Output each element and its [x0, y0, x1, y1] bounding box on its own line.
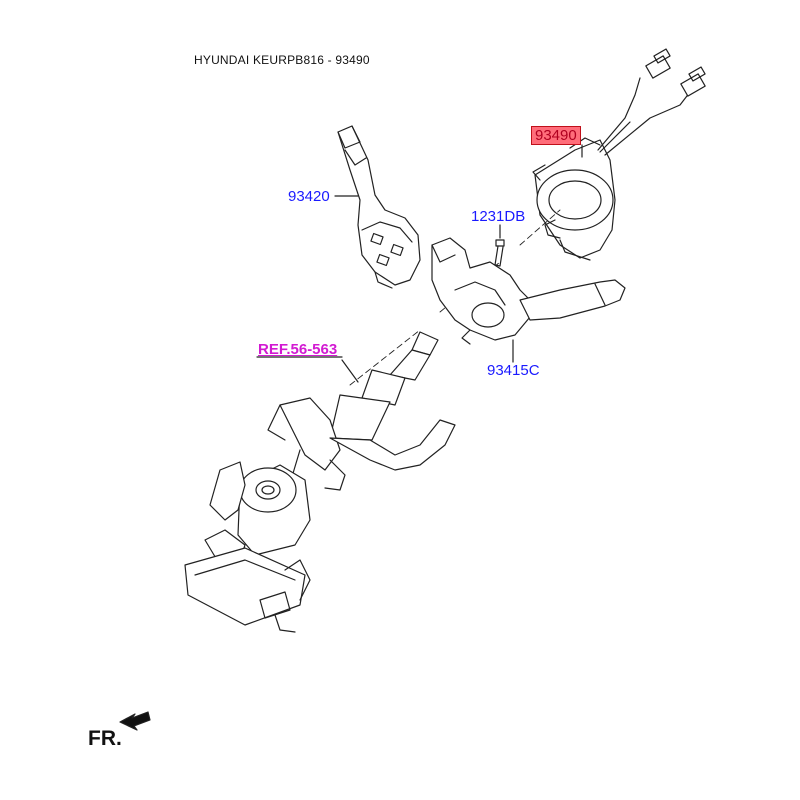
callout-1231db[interactable]: 1231DB	[471, 208, 526, 225]
multifunction-switch-part[interactable]	[431, 237, 626, 345]
front-direction-arrow-icon	[119, 711, 151, 731]
leader-ref	[341, 359, 359, 383]
steering-column-part[interactable]	[267, 331, 456, 521]
callout-93490[interactable]: 93490	[531, 126, 581, 145]
wiper-switch-part[interactable]	[337, 125, 421, 289]
front-direction-label: FR.	[88, 727, 122, 750]
diagram-title: HYUNDAI KEURPB816 - 93490	[194, 53, 370, 67]
eps-motor-part[interactable]	[204, 461, 311, 566]
callout-93415c[interactable]: 93415C	[487, 362, 540, 379]
callout-ref-56-563[interactable]: REF.56-563	[258, 341, 338, 358]
eps-ecu-part[interactable]	[184, 547, 311, 633]
bolt-1231db-part[interactable]	[494, 239, 505, 267]
callout-93420[interactable]: 93420	[288, 188, 330, 205]
clock-spring-part[interactable]	[532, 48, 706, 261]
